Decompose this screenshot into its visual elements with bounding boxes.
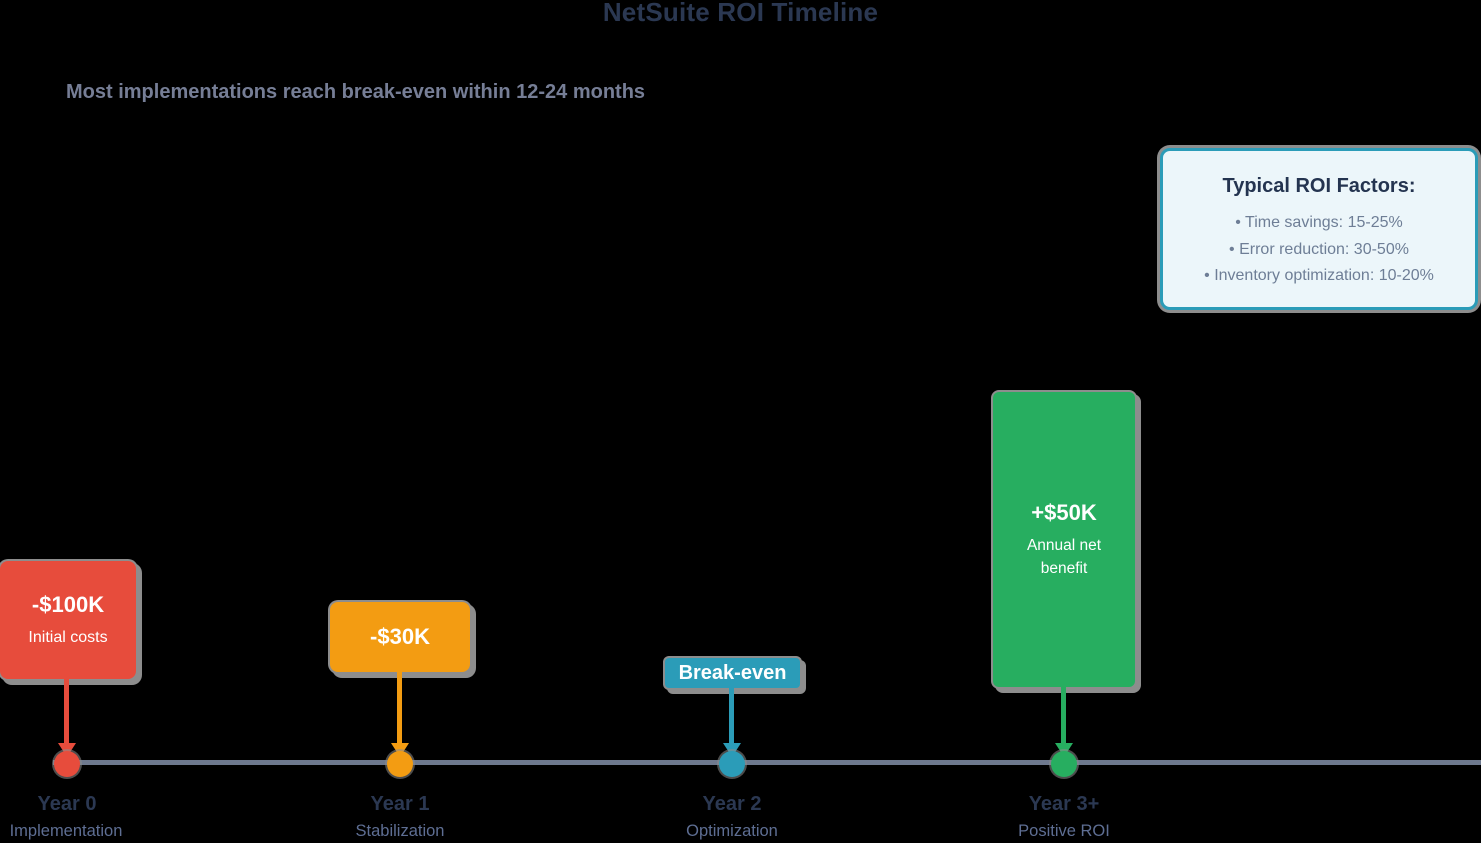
milestone-connector	[1061, 687, 1066, 749]
year-label: Year 3+	[1028, 793, 1100, 815]
timeline-node	[54, 751, 80, 777]
roi-factor-item: • Error reduction: 30-50%	[1229, 240, 1409, 258]
milestone-box-year-3: +$50K Annual net benefit	[993, 392, 1135, 687]
milestone-value: +$50K	[1031, 499, 1097, 525]
timeline-node	[719, 751, 745, 777]
milestone-connector	[729, 688, 734, 749]
milestone-value: -$100K	[31, 591, 105, 617]
milestone-box-year-0: -$100K Initial costs	[0, 561, 136, 679]
milestone-connector	[64, 679, 69, 749]
roi-factors-heading: Typical ROI Factors:	[1222, 175, 1416, 197]
roi-factor-item: • Time savings: 15-25%	[1235, 214, 1403, 231]
year-label: Year 0	[37, 793, 97, 815]
milestone-value: Break-even	[678, 661, 787, 684]
phase-label: Stabilization	[355, 822, 445, 840]
page-title: NetSuite ROI Timeline	[602, 0, 879, 27]
page-subtitle: Most implementations reach break-even wi…	[66, 81, 646, 103]
milestone-description: Annual net benefit	[1026, 536, 1102, 577]
phase-label: Optimization	[686, 822, 778, 840]
roi-factor-item: • Inventory optimization: 10-20%	[1204, 267, 1434, 284]
timeline-line	[53, 760, 1481, 765]
year-label: Year 2	[702, 793, 762, 815]
roi-factors-box: Typical ROI Factors: • Time savings: 15-…	[1160, 148, 1478, 310]
milestone-box-year-1: -$30K	[330, 602, 470, 672]
year-label: Year 1	[370, 793, 430, 815]
milestone-connector	[397, 672, 402, 749]
timeline-node	[1051, 751, 1077, 777]
phase-label: Implementation	[9, 822, 123, 840]
milestone-box-year-2: Break-even	[665, 658, 800, 688]
timeline-node	[387, 751, 413, 777]
phase-label: Positive ROI	[1018, 822, 1110, 840]
milestone-value: -$30K	[370, 624, 430, 649]
milestone-description: Initial costs	[28, 628, 108, 646]
roi-factors-list: • Time savings: 15-25% • Error reduction…	[1163, 210, 1475, 290]
